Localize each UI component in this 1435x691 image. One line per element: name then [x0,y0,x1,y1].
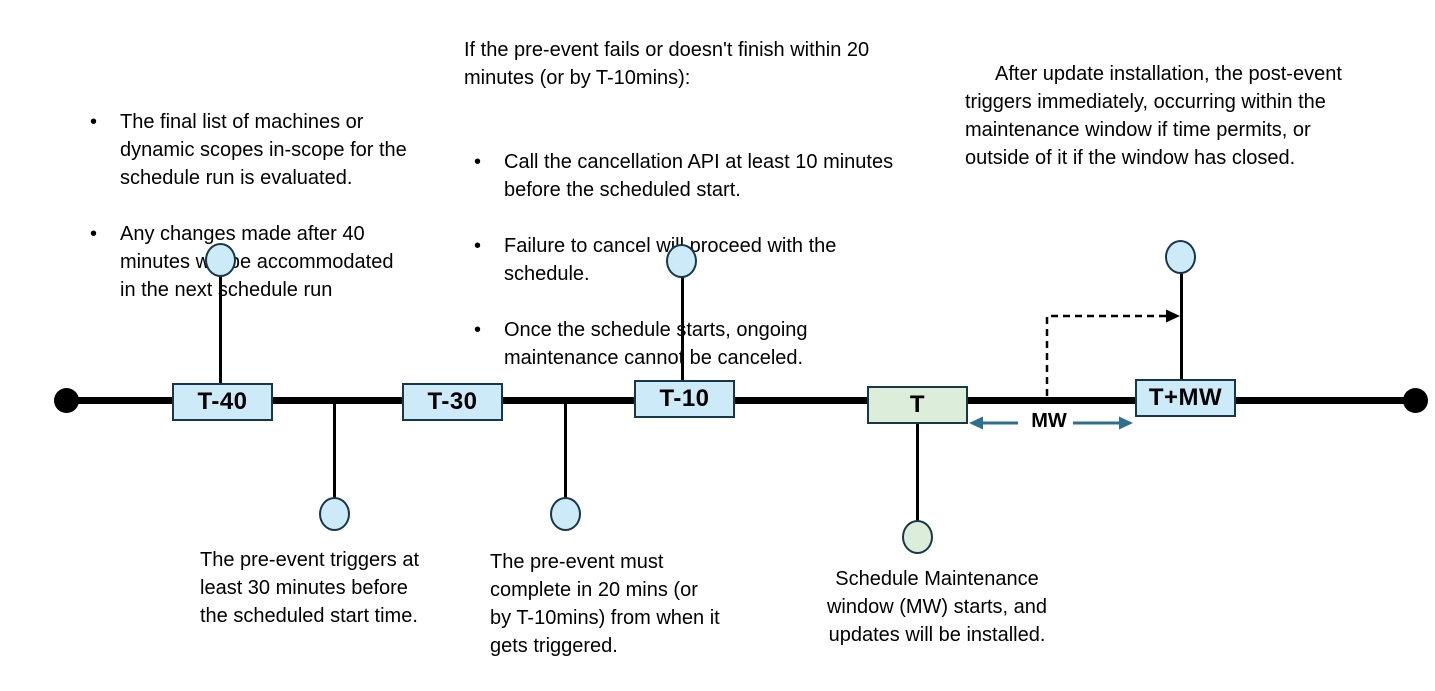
note-pre-event-failure-bullet-2: Failure to cancel will proceed with the … [464,232,939,288]
note-pre-event-failure-bullet-3: Once the schedule starts, ongoing mainte… [464,316,939,372]
note-pre-event-trigger: The pre-event triggers at least 30 minut… [200,549,419,627]
note-pre-event-failure: If the pre-event fails or doesn't finish… [464,8,939,428]
event-circle-mw-start [902,520,933,554]
event-circle-pre-event-complete [550,497,581,531]
dashed-post-event-arrow [1045,309,1180,396]
milestone-box-t10: T-10 [634,380,735,418]
note-mw-start: Schedule Maintenance window (MW) starts,… [826,568,1048,646]
stem-pre-event-complete [564,404,567,498]
event-circle-tmw-top [1165,240,1196,274]
note-scope-evaluation: The final list of machines or dynamic sc… [80,52,450,360]
note-scope-evaluation-bullet-2: Any changes made after 40 minutes will b… [80,220,450,304]
timeline-start-dot [54,388,79,413]
note-pre-event-complete: The pre-event must complete in 20 mins (… [490,551,720,657]
event-circle-t40-top [205,243,236,277]
mw-span-arrow [969,416,1133,430]
note-pre-event-failure-bullet-1: Call the cancellation API at least 10 mi… [464,148,939,204]
event-circle-t10-top [666,244,697,278]
milestone-box-tmw: T+MW [1135,379,1236,417]
mw-span-label: MW [1031,410,1067,432]
note-pre-event-failure-intro: If the pre-event fails or doesn't finish… [464,39,870,89]
stem-t40-top [219,275,222,383]
timeline-axis [66,397,1417,404]
stem-tmw-top [1180,272,1183,379]
timeline-end-dot [1403,388,1428,413]
event-circle-pre-event-trigger [319,497,350,531]
stem-mw-start [916,422,919,521]
milestone-box-t40: T-40 [172,383,273,421]
milestone-box-t30: T-30 [402,383,503,421]
note-scope-evaluation-bullet-1: The final list of machines or dynamic sc… [80,108,450,192]
stem-t10-top [681,276,684,380]
note-post-event: After update installation, the post-even… [965,63,1342,169]
stem-pre-event-trigger [333,404,336,498]
milestone-box-t: T [867,386,968,424]
